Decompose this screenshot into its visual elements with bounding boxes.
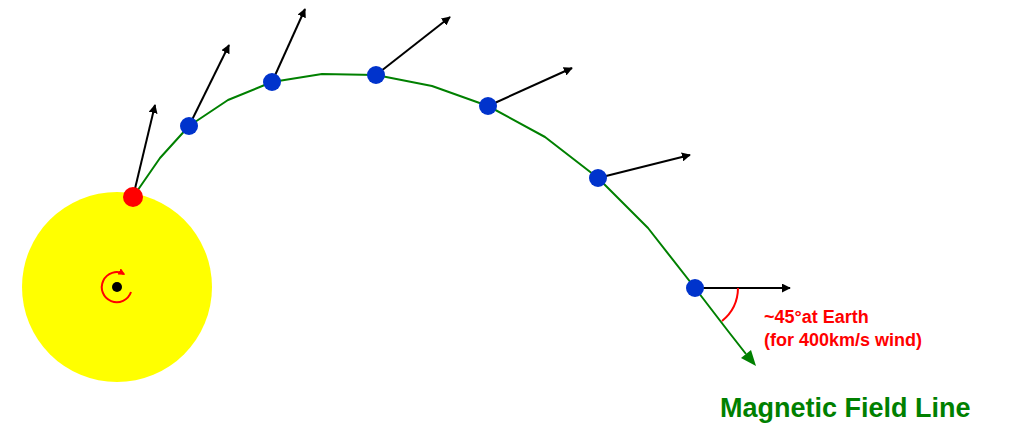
- sun-disk: [22, 192, 212, 382]
- parcel-dot: [367, 66, 385, 84]
- parcel-dot: [479, 97, 497, 115]
- wind-arrows: [133, 9, 790, 288]
- wind-arrow: [488, 68, 572, 106]
- parcel-dots: [180, 66, 704, 297]
- sun-center: [112, 282, 122, 292]
- wind-arrow: [189, 45, 229, 126]
- rotation-arrow: [102, 272, 131, 302]
- parcel-dot: [686, 279, 704, 297]
- parcel-dot: [180, 117, 198, 135]
- field-line-arrowhead: [741, 350, 756, 366]
- wind-arrow: [695, 287, 790, 289]
- angle-note: (for 400km/s wind): [764, 330, 922, 351]
- wind-arrow: [598, 155, 690, 178]
- wind-arrow: [272, 9, 305, 82]
- field-line: [133, 74, 746, 354]
- parcel-dot: [263, 73, 281, 91]
- angle-label: ~45°at Earth: [764, 307, 869, 328]
- footpoint-dot: [123, 187, 143, 207]
- field-line-label: Magnetic Field Line: [720, 393, 971, 424]
- wind-arrow: [376, 17, 450, 75]
- wind-arrow: [133, 105, 155, 197]
- parcel-dot: [589, 169, 607, 187]
- angle-arc: [722, 288, 738, 321]
